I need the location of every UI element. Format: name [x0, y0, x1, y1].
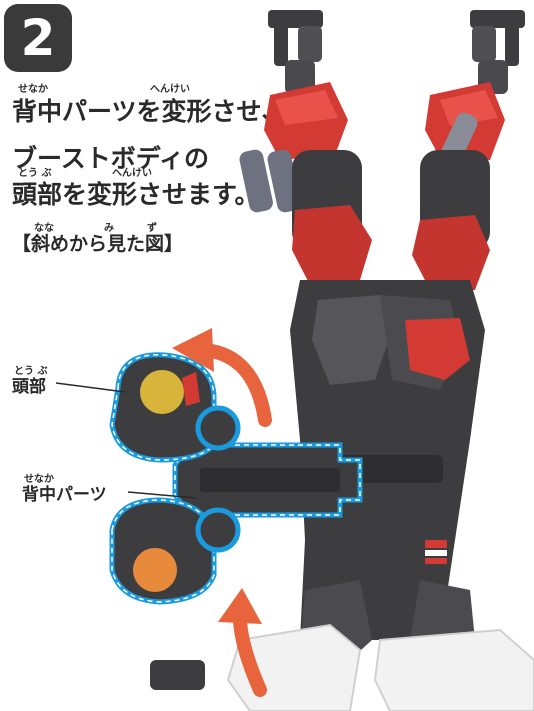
back-parts-label: 背中パーツ — [22, 485, 107, 505]
back-parts-label-ruby: せなか — [24, 474, 54, 485]
instruction-line-3: 頭部を変形させます。 — [12, 180, 260, 209]
step-number-badge: 2 — [4, 4, 72, 72]
head-label: 頭部 — [12, 377, 46, 397]
instruction-line-4: 【斜めから見た図】 — [12, 233, 184, 255]
line4-ruby-mi: み — [104, 223, 114, 234]
left-hand-grip — [268, 10, 323, 66]
rotate-arrow-lower — [218, 588, 267, 697]
robot-legs-boots — [150, 580, 534, 711]
head-label-ruby: とう ぶ — [14, 366, 48, 377]
left-arm-armor — [239, 82, 372, 285]
line3-ruby-henkei: へんけい — [112, 168, 152, 179]
instruction-line-2: ブーストボディの — [12, 144, 210, 173]
back-parts-leader-line — [127, 491, 197, 499]
line1-ruby-senaka: せなか — [18, 84, 48, 95]
rotate-arrow-upper — [172, 328, 272, 427]
line4-ruby-naname: なな — [34, 223, 54, 234]
back-part-with-head — [109, 352, 363, 605]
line4-ruby-zu: ず — [147, 223, 157, 234]
right-hand-grip — [470, 10, 525, 66]
line3-ruby-toubu: とう ぶ — [18, 168, 52, 179]
instruction-line-1: 背中パーツを変形させ、 — [12, 97, 287, 126]
head-leader-line — [55, 382, 126, 393]
line1-ruby-henkei: へんけい — [150, 84, 190, 95]
right-arm-armor — [412, 82, 505, 290]
